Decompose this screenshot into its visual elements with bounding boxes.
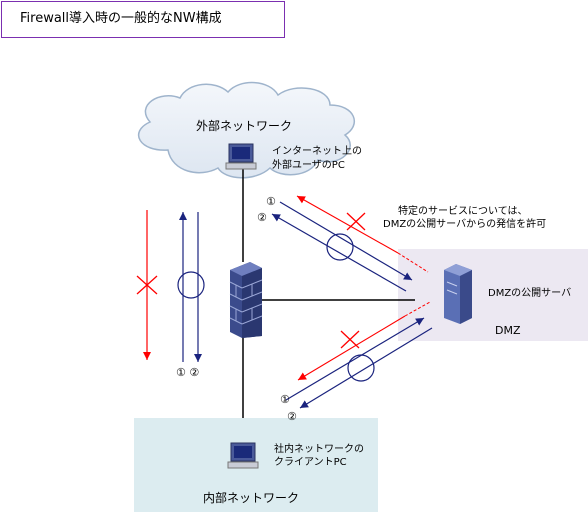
marker-lower-one: ①: [280, 393, 290, 406]
marker-left: ① ②: [176, 366, 199, 379]
external-pc-icon: [225, 143, 257, 170]
external-network-label: 外部ネットワーク: [196, 118, 292, 133]
dmz-server-label: DMZの公開サーバ: [488, 287, 571, 299]
allowed-circle-upper: [326, 233, 354, 261]
internal-pc-icon: [227, 442, 259, 469]
external-pc-label-line1: インターネット上の: [272, 145, 362, 157]
marker-upper-one: ①: [266, 195, 276, 208]
marker-upper-two: ②: [257, 211, 267, 224]
blocked-arrow-upper: [296, 195, 399, 254]
dmz-label: DMZ: [495, 324, 521, 337]
blocked-cross-left: [136, 275, 158, 295]
allowed-circle-lower: [347, 354, 375, 382]
internal-network-label: 内部ネットワーク: [203, 490, 299, 505]
allowed-circle-left: [177, 271, 205, 299]
annotation-line2: DMZの公開サーバからの発信を許可: [383, 217, 546, 230]
external-network-cloud: [137, 81, 355, 179]
firewall-icon: [229, 262, 263, 338]
blocked-dashed-upper: [397, 252, 429, 273]
annotation-line1: 特定のサービスについては、: [398, 204, 528, 217]
blocked-cross-upper: [346, 212, 366, 231]
internal-pc-label-line1: 社内ネットワークの: [274, 442, 364, 455]
allowed-arrow-upper-back: [271, 213, 407, 292]
dmz-zone: [398, 249, 588, 341]
allowed-arrow-lower-back: [299, 327, 433, 409]
server-icon: [444, 264, 472, 324]
blocked-cross-lower: [340, 330, 360, 349]
allowed-arrow-upper-out: [279, 201, 413, 281]
blocked-arrow-lower: [297, 315, 406, 381]
internal-pc-label-line2: クライアントPC: [274, 456, 347, 468]
external-pc-label-line2: 外部ユーザのPC: [272, 158, 345, 171]
marker-lower-two: ②: [287, 410, 297, 423]
allowed-arrow-lower-in: [285, 317, 425, 401]
diagram-title: Firewall導入時の一般的なNW構成: [1, 1, 285, 38]
